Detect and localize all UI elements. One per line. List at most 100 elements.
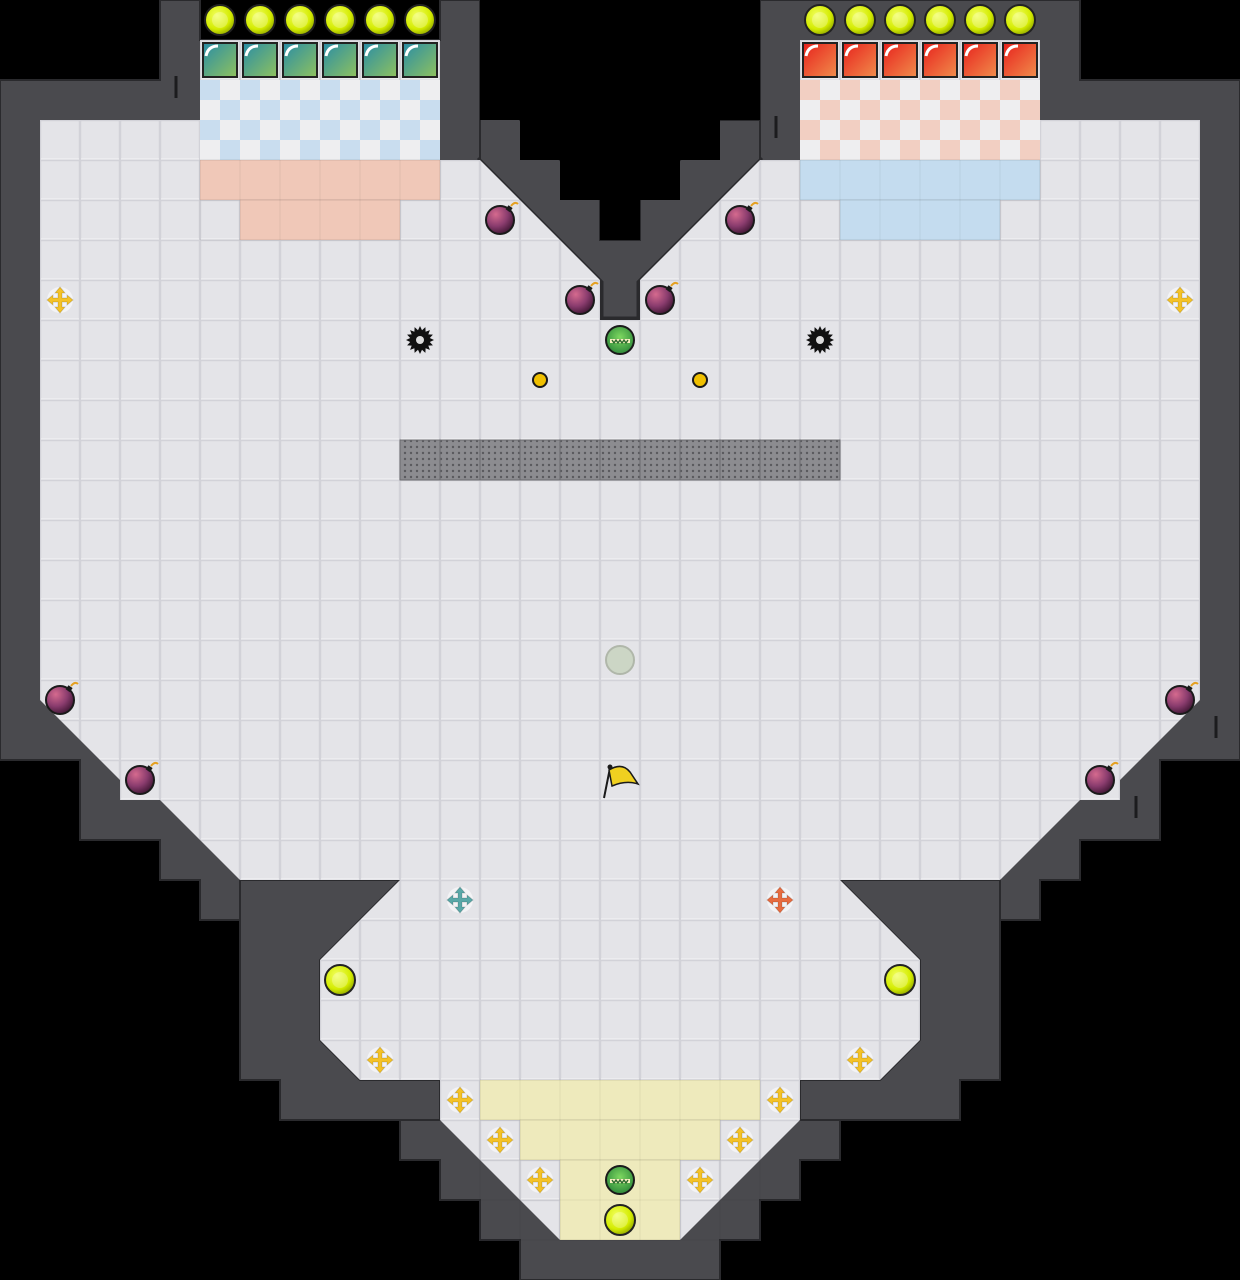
red-team-tile[interactable]	[882, 42, 918, 78]
gold-token[interactable]	[692, 372, 708, 388]
bomb[interactable]	[45, 681, 79, 715]
powerup-crosshair[interactable]	[686, 1166, 714, 1194]
checker-cell	[400, 120, 420, 140]
grate-tile	[759, 439, 801, 481]
checker-cell	[200, 80, 220, 100]
zone-tile	[479, 1079, 761, 1121]
blue-team-tile[interactable]	[362, 42, 398, 78]
bomb[interactable]	[485, 201, 519, 235]
yellow-orb[interactable]	[804, 4, 836, 36]
checker-cell	[280, 80, 300, 100]
bomb[interactable]	[725, 201, 759, 235]
grate-tile	[479, 439, 521, 481]
powerup-crosshair[interactable]	[1166, 286, 1194, 314]
powerup-crosshair[interactable]	[726, 1126, 754, 1154]
boost-pad[interactable]	[605, 1165, 635, 1195]
orb-core	[972, 12, 988, 28]
checker-cell	[380, 80, 400, 100]
checker-cell	[320, 120, 340, 140]
checker-cell	[820, 120, 840, 140]
red-team-tile[interactable]	[842, 42, 878, 78]
checker-cell	[220, 100, 240, 120]
checker-cell	[900, 100, 920, 120]
tile-shine	[404, 44, 419, 57]
boost-pad[interactable]	[605, 325, 635, 355]
bomb[interactable]	[565, 281, 599, 315]
crosshair-arrows	[486, 1126, 514, 1154]
bomb-cap	[745, 205, 753, 213]
yellow-orb[interactable]	[284, 4, 316, 36]
powerup-crosshair[interactable]	[846, 1046, 874, 1074]
checker-cell	[300, 140, 320, 160]
checker-cell	[340, 80, 360, 100]
red-team-tile[interactable]	[922, 42, 958, 78]
bomb-fuse	[1110, 761, 1119, 767]
bomb-body	[565, 285, 595, 315]
checker-cell	[200, 100, 220, 120]
yellow-flag[interactable]	[603, 764, 640, 799]
checker-cell	[980, 140, 1000, 160]
team-blue-spawn-crosshair[interactable]	[446, 886, 474, 914]
zone-tile	[199, 159, 441, 201]
checker-cell	[1000, 140, 1020, 160]
blue-team-tile[interactable]	[282, 42, 318, 78]
red-team-tile[interactable]	[802, 42, 838, 78]
grate-tile	[799, 439, 841, 481]
spike-mine[interactable]	[806, 326, 834, 354]
powerup-crosshair[interactable]	[486, 1126, 514, 1154]
gate-ghost-circle[interactable]	[605, 645, 635, 675]
tile-shine	[1004, 44, 1019, 57]
piece-layer	[45, 4, 1199, 1236]
yellow-orb[interactable]	[364, 4, 396, 36]
orb-core	[332, 972, 348, 988]
yellow-orb[interactable]	[924, 4, 956, 36]
red-team-tile[interactable]	[962, 42, 998, 78]
bomb[interactable]	[125, 761, 159, 795]
spike-mine[interactable]	[406, 326, 434, 354]
yellow-orb[interactable]	[324, 964, 356, 996]
yellow-orb[interactable]	[1004, 4, 1036, 36]
bomb[interactable]	[645, 281, 679, 315]
bomb[interactable]	[1085, 761, 1119, 795]
powerup-crosshair[interactable]	[766, 1086, 794, 1114]
yellow-orb[interactable]	[844, 4, 876, 36]
flag-tip	[607, 764, 613, 770]
blue-team-tile[interactable]	[202, 42, 238, 78]
yellow-orb[interactable]	[964, 4, 996, 36]
checker-cell	[1020, 80, 1040, 100]
powerup-crosshair[interactable]	[366, 1046, 394, 1074]
checker-cell	[420, 80, 440, 100]
bomb[interactable]	[1165, 681, 1199, 715]
zone-tile	[799, 159, 1041, 201]
orb-core	[852, 12, 868, 28]
yellow-orb[interactable]	[604, 1204, 636, 1236]
orb-body	[244, 4, 276, 36]
gold-token[interactable]	[532, 372, 548, 388]
powerup-crosshair[interactable]	[46, 286, 74, 314]
checker-cell	[800, 100, 820, 120]
powerup-crosshair[interactable]	[446, 1086, 474, 1114]
yellow-orb[interactable]	[884, 4, 916, 36]
blue-team-tile[interactable]	[322, 42, 358, 78]
powerup-crosshair[interactable]	[526, 1166, 554, 1194]
bomb-cap	[1105, 765, 1113, 773]
checker-cell	[220, 80, 240, 100]
grate-tile	[639, 439, 681, 481]
blue-team-tile[interactable]	[242, 42, 278, 78]
arena-floor	[40, 40, 1200, 1240]
checker-cell	[400, 140, 420, 160]
yellow-orb[interactable]	[204, 4, 236, 36]
team-red-spawn-crosshair[interactable]	[766, 886, 794, 914]
yellow-orb[interactable]	[244, 4, 276, 36]
spike-center	[816, 336, 824, 344]
floor-layer	[40, 40, 1200, 1240]
blue-team-tile[interactable]	[402, 42, 438, 78]
red-team-tile[interactable]	[1002, 42, 1038, 78]
checker-cell	[960, 140, 980, 160]
yellow-orb[interactable]	[324, 4, 356, 36]
yellow-orb[interactable]	[884, 964, 916, 996]
checker-cell	[420, 140, 440, 160]
yellow-orb[interactable]	[404, 4, 436, 36]
checker-cell	[300, 100, 320, 120]
checker-cell	[920, 120, 940, 140]
